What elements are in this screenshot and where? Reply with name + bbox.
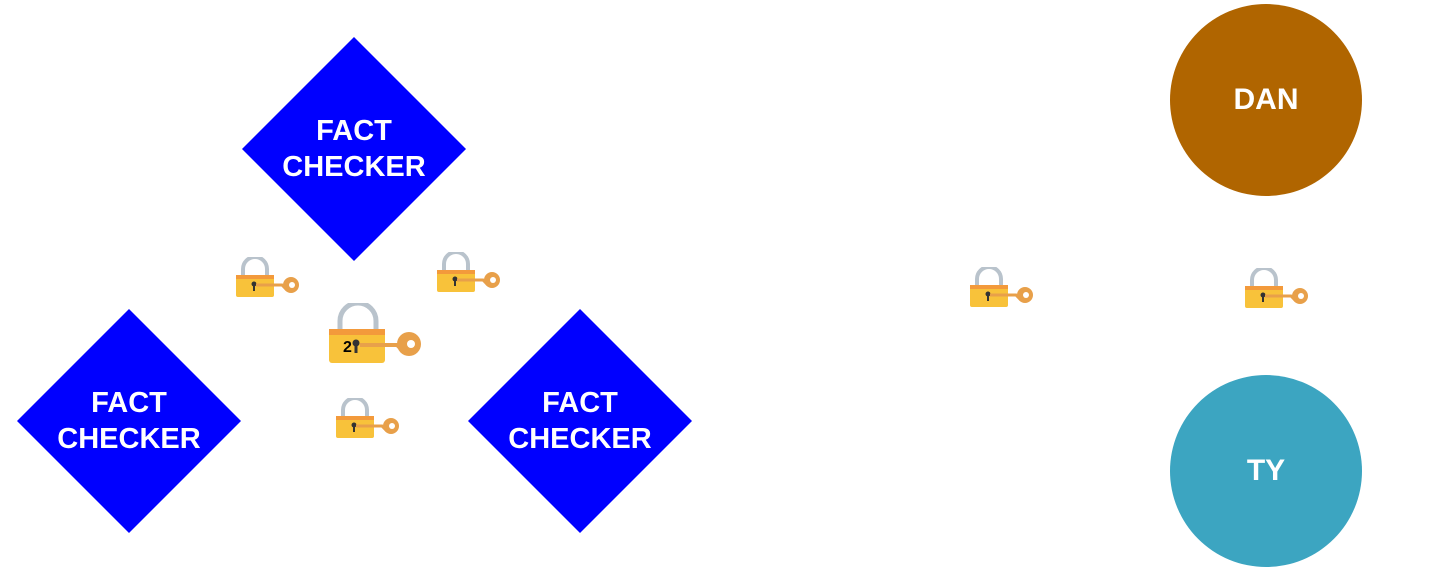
- diamond-shape: [17, 309, 241, 533]
- dan-label: DAN: [1233, 83, 1299, 116]
- locked-with-key-icon: [336, 398, 399, 438]
- ty-label: TY: [1246, 454, 1286, 487]
- fact-checker-label: FACT CHECKER: [57, 387, 201, 455]
- diamond-shape: [242, 37, 466, 261]
- fact-checker-node-right: FACT CHECKER: [468, 309, 692, 533]
- fact-checker-label: FACT CHECKER: [282, 115, 426, 183]
- ty-node: TY: [1169, 374, 1363, 568]
- locked-with-key-icon: [970, 267, 1033, 307]
- fact-checker-label: FACT CHECKER: [508, 387, 652, 455]
- locked-with-key-icon: [1245, 268, 1308, 308]
- locked-with-key-icon: [437, 252, 500, 292]
- circle-shape: [1170, 4, 1362, 196]
- dan-node: DAN: [1169, 3, 1363, 197]
- fact-checker-node-left: FACT CHECKER: [17, 309, 241, 533]
- circle-shape: [1170, 375, 1362, 567]
- fact-checker-node-top: FACT CHECKER: [242, 37, 466, 261]
- diamond-shape: [468, 309, 692, 533]
- locked-with-key-icon-large: 2: [329, 303, 421, 363]
- lock-count: 2: [343, 339, 352, 356]
- locked-with-key-icon: [236, 257, 299, 297]
